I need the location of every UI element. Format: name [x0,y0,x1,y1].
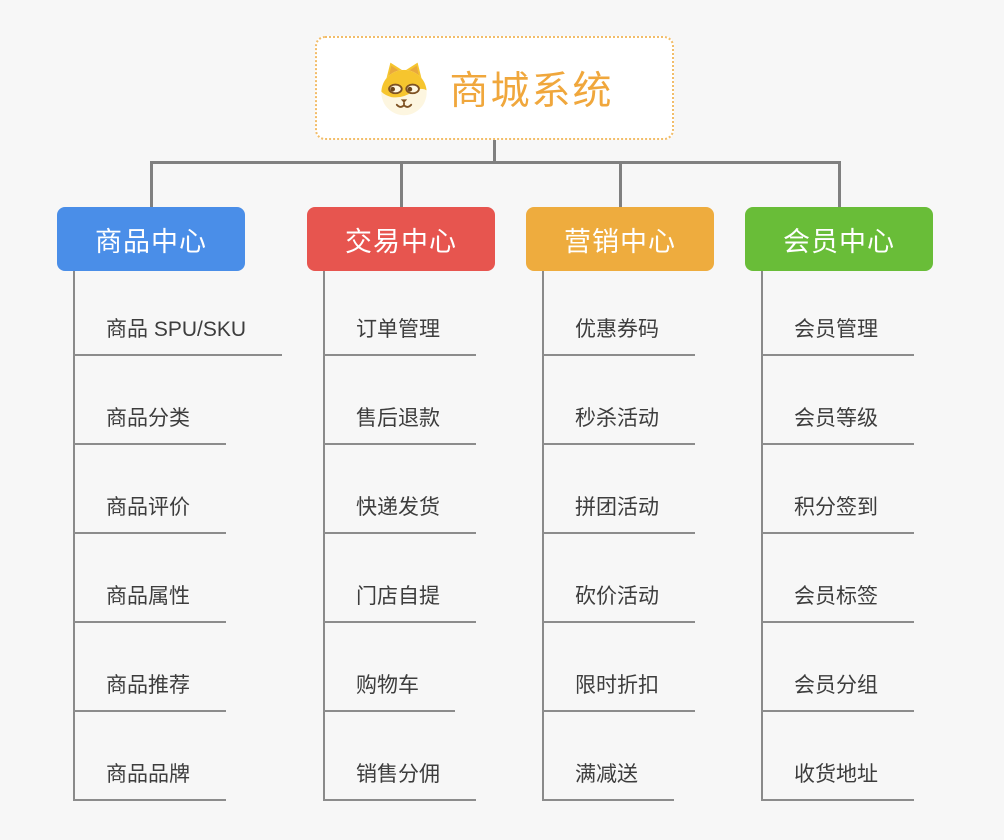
leaf-node[interactable]: 订单管理 [323,315,476,356]
connector-line [149,161,841,164]
leaf-node[interactable]: 门店自提 [323,582,476,623]
branch-node-4[interactable]: 会员中心 [745,207,933,271]
dog-face-icon [381,62,428,116]
leaf-node[interactable]: 满减送 [542,760,674,801]
leaf-node[interactable]: 积分签到 [761,493,914,534]
leaf-node[interactable]: 购物车 [323,671,455,712]
leaf-node[interactable]: 快递发货 [323,493,476,534]
branch-trunk-line [73,271,75,801]
leaf-node[interactable]: 商品属性 [73,582,226,623]
leaf-node[interactable]: 会员管理 [761,315,914,356]
branch-node-1[interactable]: 商品中心 [57,207,245,271]
leaf-node[interactable]: 商品品牌 [73,760,226,801]
leaf-node[interactable]: 销售分佣 [323,760,476,801]
leaf-node[interactable]: 收货地址 [761,760,914,801]
branch-trunk-line [761,271,763,801]
leaf-node[interactable]: 拼团活动 [542,493,695,534]
leaf-node[interactable]: 限时折扣 [542,671,695,712]
connector-line [837,161,841,207]
branch-trunk-line [323,271,325,801]
leaf-node[interactable]: 会员等级 [761,404,914,445]
root-node[interactable]: 商城系统 [315,36,674,140]
connector-line [149,161,153,207]
connector-line [618,161,622,207]
leaf-node[interactable]: 售后退款 [323,404,476,445]
root-label: 商城系统 [449,70,614,113]
leaf-node[interactable]: 商品 SPU/SKU [73,315,283,356]
leaf-node[interactable]: 会员标签 [761,582,914,623]
leaf-node[interactable]: 会员分组 [761,671,914,712]
branch-node-2[interactable]: 交易中心 [307,207,495,271]
leaf-node[interactable]: 商品分类 [73,404,226,445]
leaf-node[interactable]: 砍价活动 [542,582,695,623]
leaf-node[interactable]: 优惠券码 [542,315,695,356]
leaf-node[interactable]: 商品评价 [73,493,226,534]
connector-line [492,140,496,164]
connector-line [399,161,403,207]
branch-node-3[interactable]: 营销中心 [526,207,714,271]
branch-trunk-line [542,271,544,801]
leaf-node[interactable]: 商品推荐 [73,671,226,712]
leaf-node[interactable]: 秒杀活动 [542,404,695,445]
